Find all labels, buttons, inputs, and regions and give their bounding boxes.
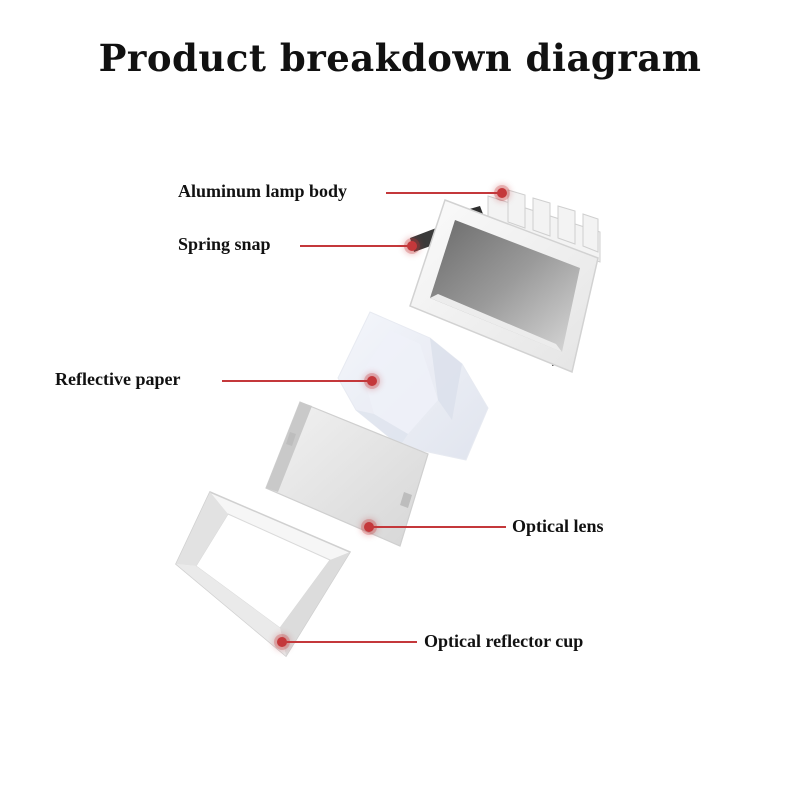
marker-optical-lens — [364, 522, 374, 532]
label-optical-reflector-cup: Optical reflector cup — [424, 631, 584, 651]
label-optical-lens: Optical lens — [512, 516, 604, 536]
label-aluminum-lamp-body: Aluminum lamp body — [178, 181, 348, 201]
aluminum-lamp-body-part — [409, 189, 601, 374]
marker-spring-snap — [407, 241, 417, 251]
optical-reflector-cup-part — [175, 491, 352, 658]
label-reflective-paper: Reflective paper — [55, 369, 181, 389]
leader-aluminum-lamp-body — [386, 192, 500, 194]
marker-aluminum-lamp-body — [497, 188, 507, 198]
leader-reflective-paper — [222, 380, 370, 382]
marker-reflective-paper — [367, 376, 377, 386]
diagram-title: Product breakdown diagram — [98, 36, 702, 80]
label-spring-snap: Spring snap — [178, 234, 271, 254]
leader-spring-snap — [300, 245, 410, 247]
leader-optical-lens — [372, 526, 506, 528]
reflective-paper-part — [337, 311, 489, 461]
optical-lens-part — [265, 401, 429, 547]
leader-optical-reflector-cup — [285, 641, 417, 643]
marker-optical-reflector-cup — [277, 637, 287, 647]
